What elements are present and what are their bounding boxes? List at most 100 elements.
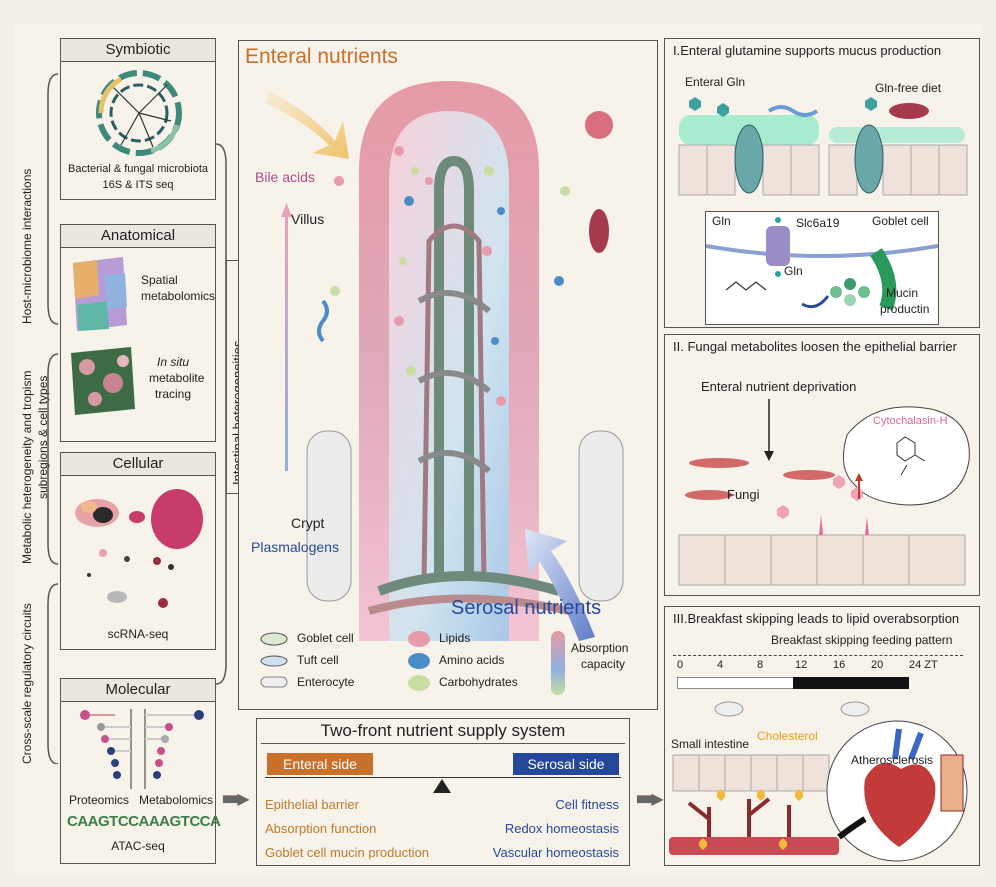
- absorption-gradient-icon: [551, 631, 565, 695]
- cytochalasin-label: Cytochalasin-H: [873, 415, 948, 427]
- villus-panel: Enteral nutrients Bile acids Villus Cryp…: [238, 40, 658, 710]
- insitu-label2: metabolite: [149, 371, 205, 385]
- legend-enterocyte: Enterocyte: [297, 675, 355, 689]
- spatial-label2: metabolomics: [141, 289, 216, 303]
- symbiotic-title: Symbiotic: [61, 39, 215, 62]
- mucin-label2: productin: [880, 302, 930, 316]
- anatomical-box: Anatomical Spatial metabolomics In situ …: [60, 224, 216, 442]
- insitu-label3: tracing: [155, 387, 192, 401]
- enteral-item-2: Goblet cell mucin production: [265, 845, 430, 860]
- tick-8: 8: [757, 659, 764, 671]
- label-host-microbiome: Host-microbiome interactions: [20, 168, 34, 324]
- symbiotic-line2: 16S & ITS seq: [102, 179, 174, 191]
- transporter-illustration: [706, 217, 938, 311]
- symbiotic-box: Symbiotic Bacterial & fungal microbiota …: [60, 38, 216, 200]
- cellular-caption: scRNA-seq: [107, 627, 169, 641]
- panel-3: III.Breakfast skipping leads to lipid ov…: [664, 606, 980, 866]
- plasmalogens-label: Plasmalogens: [251, 539, 339, 555]
- serosal-item-1: Redox homeostasis: [504, 821, 619, 836]
- left-brackets: [47, 73, 59, 764]
- atherosclerosis-illustration: [669, 701, 968, 862]
- arrow-right: ■■▶: [636, 791, 664, 808]
- gln-free-label: Gln-free diet: [875, 81, 942, 95]
- dark-bar: [793, 677, 909, 689]
- figure-frame: Host-microbiome interactions Metabolic h…: [14, 24, 982, 874]
- pattern-label: Breakfast skipping feeding pattern: [771, 633, 953, 647]
- legend-carbs: Carbohydrates: [439, 675, 518, 689]
- small-intestine-label: Small intestine: [671, 737, 750, 751]
- legend-absorption2: capacity: [581, 657, 626, 671]
- cellular-title: Cellular: [61, 453, 215, 476]
- arrow-left: ■■▶: [222, 791, 250, 808]
- atherosclerosis-label: Atherosclerosis: [851, 753, 934, 767]
- nutrient-dots: [330, 146, 570, 406]
- tick-4: 4: [717, 659, 724, 671]
- spatial-label1: Spatial: [141, 273, 178, 287]
- tick-12: 12: [795, 659, 808, 671]
- cholesterol-label: Cholesterol: [757, 729, 818, 743]
- enteral-side-tag: Enteral side: [267, 753, 373, 775]
- gln-top-label: Gln: [712, 214, 731, 228]
- insitu-label1: In situ: [157, 355, 190, 369]
- serosal-item-2: Vascular homeostasis: [492, 845, 619, 860]
- bile-acids-label: Bile acids: [255, 169, 315, 185]
- slc-label: Slc6a19: [796, 216, 840, 230]
- light-bar: [677, 677, 795, 689]
- gln-bottom-label: Gln: [784, 264, 803, 278]
- timeline: 0 4 8 12 16 20 24 ZT: [673, 651, 969, 691]
- label-cross-scale: Cross-scale regulatory circuits: [20, 603, 34, 764]
- spatial-map-icon: [73, 257, 127, 331]
- panel-1: I.Enteral glutamine supports mucus produ…: [664, 38, 980, 328]
- panel-2-title: II. Fungal metabolites loosen the epithe…: [673, 339, 957, 354]
- panel-1-title: I.Enteral glutamine supports mucus produ…: [673, 43, 942, 58]
- two-front-box: Two-front nutrient supply system Enteral…: [256, 718, 630, 866]
- enteral-nutrients-label: Enteral nutrients: [245, 45, 398, 68]
- cellular-box: Cellular scRNA-seq: [60, 452, 216, 650]
- zoom-inset: Gln Slc6a19 Goblet cell Gln Mucin produc…: [705, 211, 939, 325]
- epithelium-illustration: [678, 97, 968, 196]
- legend-amino: Amino acids: [439, 653, 505, 667]
- label-metabolic-heterogeneity: Metabolic heterogeneity and tropism: [20, 370, 34, 564]
- metabolomics-label: Metabolomics: [139, 793, 214, 807]
- symbiotic-line1: Bacterial & fungal microbiota: [67, 163, 208, 175]
- panel-3-title: III.Breakfast skipping leads to lipid ov…: [673, 611, 960, 626]
- legend-absorption1: Absorption: [571, 641, 629, 655]
- serosal-side-tag: Serosal side: [513, 753, 619, 775]
- molecular-box: Molecular Proteomics Metabolomics CAAGTC…: [60, 678, 221, 864]
- nutrient-legend-icons: [408, 631, 430, 691]
- anatomical-title: Anatomical: [61, 225, 215, 248]
- tick-24: 24 ZT: [909, 659, 938, 671]
- legend-lipids: Lipids: [439, 631, 471, 645]
- panel-2: II. Fungal metabolites loosen the epithe…: [664, 334, 980, 596]
- cell-legend-icons: [260, 632, 288, 688]
- goblet-label: Goblet cell: [872, 214, 929, 228]
- enteral-gln-label: Enteral Gln: [685, 75, 746, 89]
- crypt-label: Crypt: [291, 515, 325, 531]
- legend-goblet: Goblet cell: [297, 631, 354, 645]
- proteomics-label: Proteomics: [69, 793, 130, 807]
- villus-illustration: [265, 81, 624, 641]
- tissue-section-icon: [71, 347, 135, 415]
- two-front-title: Two-front nutrient supply system: [320, 721, 566, 740]
- tick-0: 0: [677, 659, 684, 671]
- enteral-item-1: Absorption function: [265, 821, 377, 836]
- umap-plot-icon: [75, 489, 203, 608]
- legend: Goblet cell Tuft cell Enterocyte Lipids …: [259, 629, 649, 703]
- lollipop-plot-icon: [80, 709, 204, 789]
- tick-16: 16: [833, 659, 846, 671]
- fungi-label: Fungi: [727, 487, 760, 502]
- villus-label: Villus: [291, 211, 325, 227]
- enteral-item-0: Epithelial barrier: [265, 797, 359, 812]
- mucin-label1: Mucin: [886, 286, 919, 300]
- tick-20: 20: [871, 659, 884, 671]
- serosal-item-0: Cell fitness: [555, 797, 619, 812]
- atac-caption: ATAC-seq: [111, 839, 165, 853]
- serosal-nutrients-label: Serosal nutrients: [451, 597, 602, 619]
- balance-triangle-icon: [433, 779, 451, 793]
- fungi-barrier-illustration: [678, 399, 970, 586]
- phylogenetic-tree-icon: [96, 70, 182, 156]
- legend-tuft: Tuft cell: [297, 653, 339, 667]
- molecular-title: Molecular: [61, 679, 215, 702]
- motif-logo: CAAGTCCAAAGTCCA: [67, 813, 221, 830]
- deprivation-label: Enteral nutrient deprivation: [701, 379, 857, 394]
